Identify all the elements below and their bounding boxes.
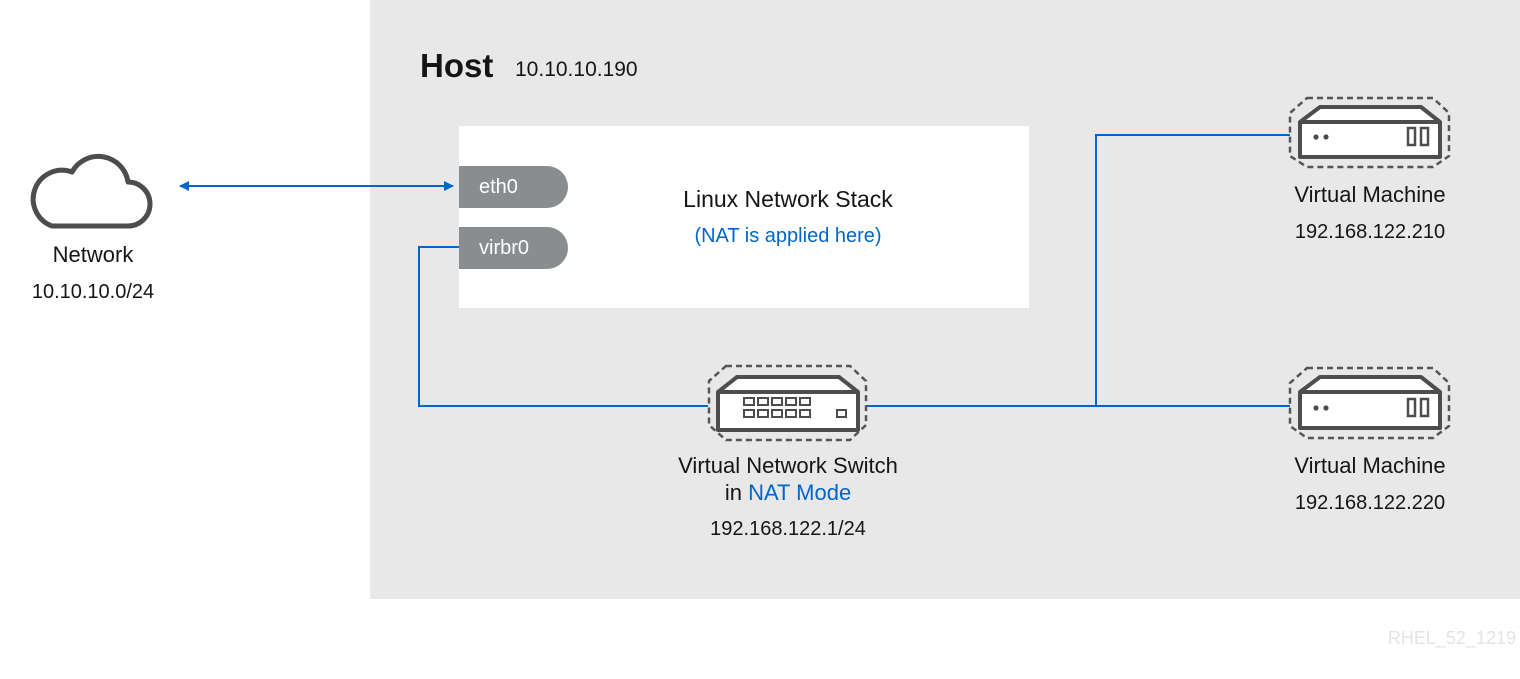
switch-mode-label: in NAT Mode — [628, 479, 948, 507]
network-ip: 10.10.10.0/24 — [31, 281, 155, 303]
interface-virbr0: virbr0 — [459, 227, 568, 269]
network-label: Network — [52, 242, 134, 267]
network-stack-box — [459, 126, 1029, 308]
vm1-link — [1095, 134, 1290, 406]
vm-icon — [1288, 96, 1451, 169]
vm-label: Virtual Machine — [1294, 182, 1446, 207]
network-stack-title: Linux Network Stack — [683, 186, 893, 212]
vm-label: Virtual Machine — [1294, 453, 1446, 478]
cloud-icon — [30, 153, 153, 229]
virbr0-switch-link — [418, 246, 708, 407]
interface-eth0: eth0 — [459, 166, 568, 208]
vm-ip: 192.168.122.210 — [1294, 221, 1446, 243]
host-title: Host — [420, 47, 494, 84]
switch-label: Virtual Network Switch — [678, 453, 898, 478]
switch-ip: 192.168.122.1/24 — [710, 518, 866, 540]
vm-icon — [1288, 366, 1451, 440]
host-ip: 10.10.10.190 — [515, 58, 638, 81]
switch-mode: NAT Mode — [748, 480, 852, 505]
nat-note: (NAT is applied here) — [694, 225, 882, 247]
switch-icon — [707, 364, 868, 442]
vm-ip: 192.168.122.220 — [1294, 492, 1446, 514]
figure-code: RHEL_52_1219 — [1387, 628, 1516, 648]
switch-mode-prefix: in — [724, 480, 749, 505]
